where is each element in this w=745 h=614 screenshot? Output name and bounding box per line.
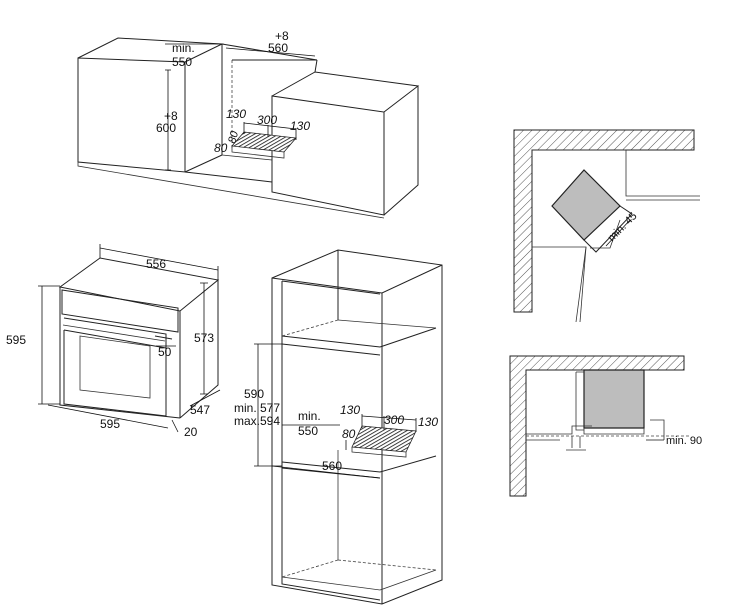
top-cabinet-drawing <box>77 37 420 219</box>
top-vent-80: 80 <box>214 141 228 155</box>
tall-max-594: max.594 <box>234 414 280 428</box>
top-width-560: 560 <box>268 41 288 55</box>
tall-vent-80: 80 <box>342 427 356 441</box>
tall-min-label: min. <box>298 409 321 423</box>
top-vent-130-left: 130 <box>226 107 246 121</box>
top-vent-130-right: 130 <box>290 119 310 133</box>
top-plus8-height: +8 <box>164 109 178 123</box>
tall-height-590: 590 <box>244 387 264 401</box>
oven-depth-547: 547 <box>190 403 210 417</box>
top-height-600: 600 <box>156 121 176 135</box>
corner-installation-bottom <box>509 355 690 497</box>
oven-drawing <box>38 244 221 433</box>
tall-vent-130-left: 130 <box>340 403 360 417</box>
oven-handle-50: 50 <box>158 345 172 359</box>
top-plus8-width: +8 <box>275 29 289 43</box>
tall-vent-130-right: 130 <box>418 415 438 429</box>
top-min-label: min. <box>172 41 195 55</box>
oven-height-595: 595 <box>6 333 26 347</box>
corner-min-90: min. 90 <box>666 435 702 447</box>
corner-installation-top <box>513 129 700 323</box>
tall-min-577: min. 577 <box>234 401 280 415</box>
oven-width-595: 595 <box>100 417 120 431</box>
tall-width-560: 560 <box>322 459 342 473</box>
tall-cabinet-drawing <box>254 249 443 605</box>
tall-depth-550: 550 <box>298 424 318 438</box>
oven-height-573: 573 <box>194 331 214 345</box>
top-vent-80-vertical: 80 <box>226 129 241 145</box>
top-vent-300: 300 <box>257 113 277 127</box>
oven-depth-556: 556 <box>146 257 166 271</box>
oven-front-20: 20 <box>184 425 198 439</box>
top-depth-550: 550 <box>172 55 192 69</box>
tall-vent-300: 300 <box>384 413 404 427</box>
